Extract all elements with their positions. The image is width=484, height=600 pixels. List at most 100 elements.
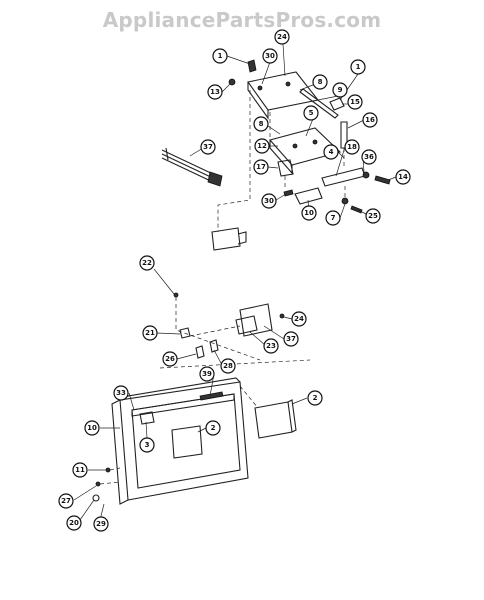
callout-24: 24 bbox=[274, 29, 290, 45]
svg-text:18: 18 bbox=[347, 143, 357, 151]
inner-panel-2 bbox=[171, 425, 203, 459]
rail-bracket-3 bbox=[139, 411, 155, 425]
callout-1: 1 bbox=[350, 59, 366, 75]
svg-text:27: 27 bbox=[61, 497, 71, 505]
svg-text:14: 14 bbox=[398, 173, 408, 181]
screw-22 bbox=[173, 292, 179, 298]
door-frame-assembly bbox=[92, 377, 297, 505]
callout-39: 39 bbox=[199, 366, 215, 382]
leader bbox=[156, 332, 181, 335]
bottom-clip bbox=[211, 227, 241, 251]
pin-28 bbox=[209, 339, 219, 353]
leader bbox=[357, 209, 367, 215]
door-frame-depth bbox=[111, 377, 241, 505]
callout-15: 15 bbox=[347, 94, 363, 110]
callout-36: 36 bbox=[361, 149, 377, 165]
lower-hinge-plate bbox=[269, 127, 342, 166]
svg-text:24: 24 bbox=[294, 315, 304, 323]
leader bbox=[291, 397, 308, 405]
callout-29: 29 bbox=[93, 516, 109, 532]
leader bbox=[267, 125, 281, 135]
leader bbox=[145, 421, 148, 439]
leader bbox=[128, 392, 135, 411]
leader bbox=[339, 203, 346, 219]
callout-3: 3 bbox=[139, 437, 155, 453]
svg-text:37: 37 bbox=[286, 335, 296, 343]
latch-plate bbox=[239, 303, 273, 337]
side-panel-lip bbox=[287, 399, 297, 433]
washer-13 bbox=[228, 78, 236, 86]
callout-27: 27 bbox=[58, 493, 74, 509]
upper-hinge-assembly bbox=[161, 59, 391, 251]
top-rail bbox=[131, 393, 235, 417]
callout-2: 2 bbox=[307, 390, 323, 406]
svg-text:1: 1 bbox=[218, 52, 223, 60]
callout-11: 11 bbox=[72, 462, 88, 478]
callout-5: 5 bbox=[303, 105, 319, 121]
assembly-line-i bbox=[109, 467, 121, 471]
callout-21: 21 bbox=[142, 325, 158, 341]
callout-13: 13 bbox=[207, 84, 223, 100]
leader bbox=[335, 146, 346, 177]
top-plate-flange bbox=[247, 82, 269, 120]
callout-30: 30 bbox=[262, 48, 278, 64]
assembly-line-g bbox=[189, 325, 241, 337]
assembly-line-b bbox=[217, 90, 251, 232]
callout-20: 20 bbox=[66, 515, 82, 531]
leader bbox=[73, 485, 97, 501]
callouts: 1 30 24 8 9 1 13 15 16 37 8 5 12 4 18 36… bbox=[58, 29, 411, 532]
callout-26: 26 bbox=[162, 351, 178, 367]
leader bbox=[221, 83, 231, 93]
svg-text:30: 30 bbox=[264, 197, 274, 205]
svg-text:22: 22 bbox=[142, 259, 152, 267]
leader bbox=[226, 55, 251, 65]
lower-hinge-plate-edge bbox=[269, 140, 293, 175]
leader bbox=[176, 353, 197, 360]
svg-text:11: 11 bbox=[75, 466, 85, 474]
svg-text:1: 1 bbox=[356, 63, 361, 71]
svg-text:33: 33 bbox=[116, 389, 126, 397]
leader bbox=[347, 119, 365, 129]
callout-18: 18 bbox=[344, 139, 360, 155]
svg-text:10: 10 bbox=[304, 209, 314, 217]
spring-26 bbox=[195, 345, 205, 359]
leader bbox=[337, 151, 345, 159]
screw-30b bbox=[283, 189, 294, 197]
leader bbox=[317, 95, 339, 101]
callout-37: 37 bbox=[200, 139, 216, 155]
leader bbox=[261, 61, 271, 85]
svg-text:13: 13 bbox=[210, 88, 220, 96]
svg-text:23: 23 bbox=[266, 342, 276, 350]
rail-part-39 bbox=[199, 391, 224, 401]
hinge-arm-18 bbox=[321, 167, 366, 187]
door-frame-outer bbox=[119, 381, 249, 501]
svg-text:24: 24 bbox=[277, 33, 287, 41]
svg-text:15: 15 bbox=[350, 98, 360, 106]
leader bbox=[197, 427, 207, 433]
leader bbox=[267, 166, 279, 169]
svg-text:39: 39 bbox=[202, 370, 212, 378]
watermark: AppliancePartsPros.com bbox=[102, 8, 382, 32]
leader bbox=[387, 176, 397, 181]
svg-text:9: 9 bbox=[338, 86, 343, 94]
leader bbox=[213, 349, 223, 366]
svg-text:5: 5 bbox=[309, 109, 314, 117]
svg-text:25: 25 bbox=[368, 212, 378, 220]
callout-37: 37 bbox=[283, 331, 299, 347]
leader bbox=[79, 499, 95, 521]
nut-36 bbox=[362, 171, 370, 179]
assembly-line-j bbox=[99, 481, 121, 485]
callout-8: 8 bbox=[312, 74, 328, 90]
svg-text:7: 7 bbox=[331, 214, 336, 222]
rod-9 bbox=[299, 88, 339, 119]
svg-text:21: 21 bbox=[145, 329, 155, 337]
callout-23: 23 bbox=[263, 338, 279, 354]
svg-text:36: 36 bbox=[364, 153, 374, 161]
washer-7 bbox=[341, 197, 349, 205]
callout-24: 24 bbox=[291, 311, 307, 327]
screw-1a bbox=[257, 85, 263, 91]
assembly-line-k bbox=[239, 385, 259, 409]
leader bbox=[153, 268, 175, 295]
harness-connector bbox=[207, 171, 223, 187]
leader bbox=[249, 331, 266, 346]
